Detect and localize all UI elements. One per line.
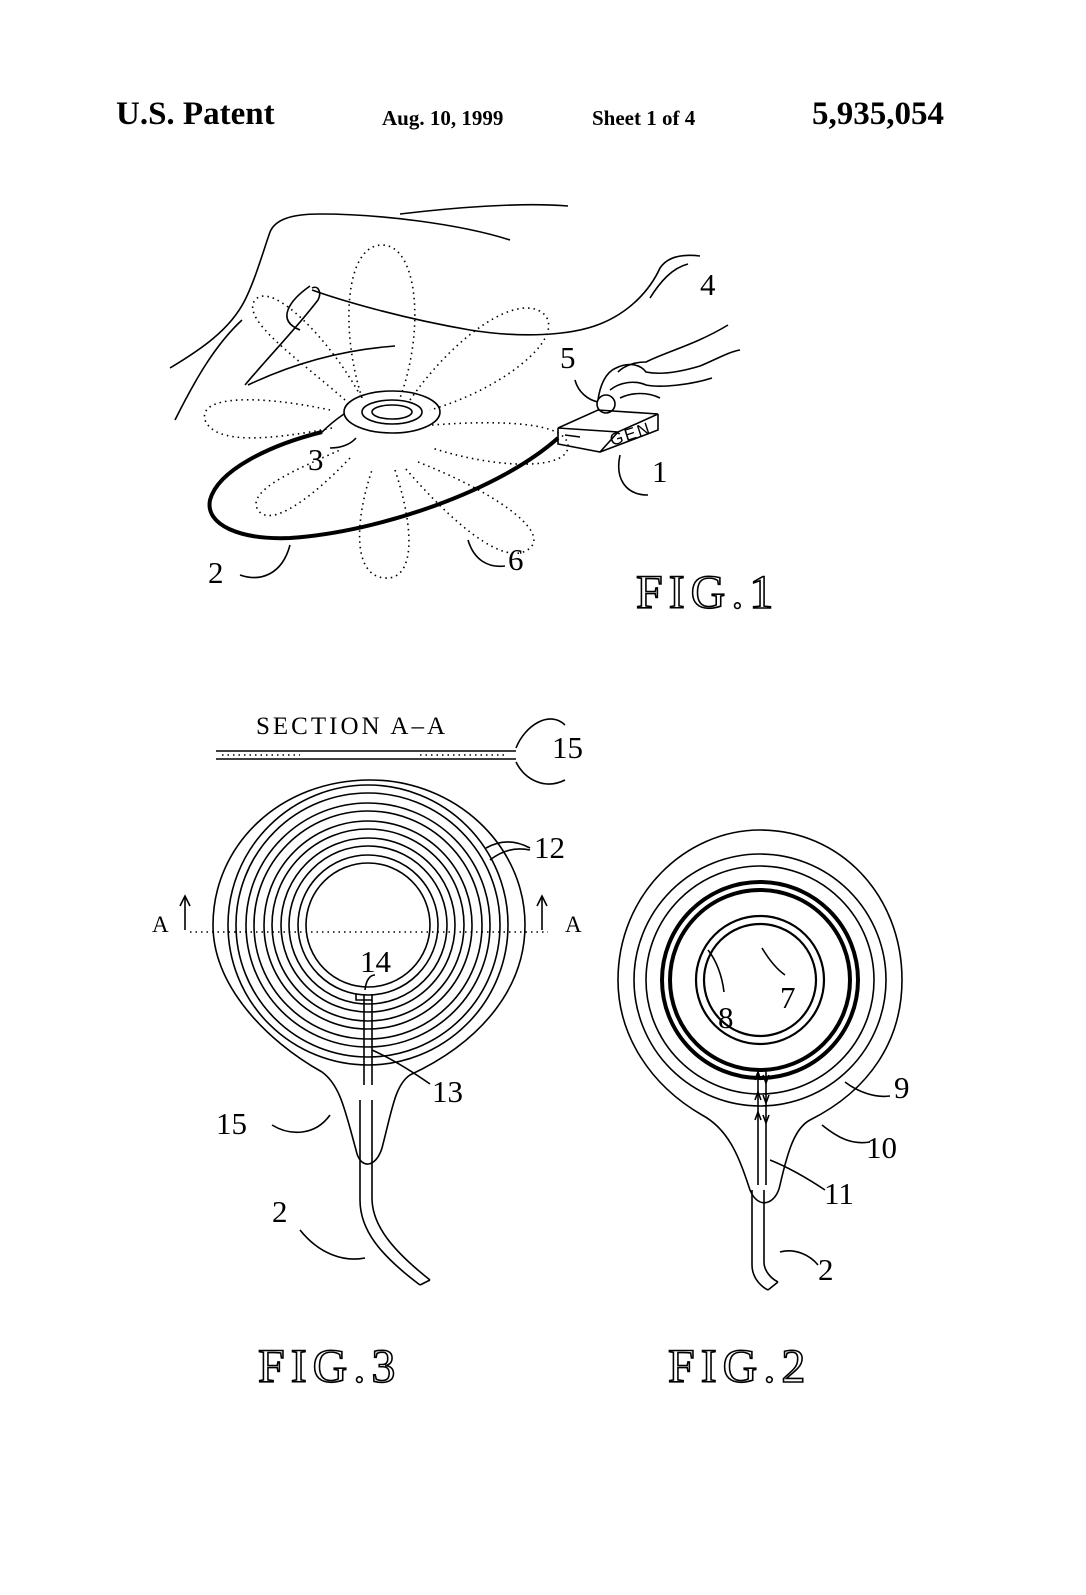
leader-2 [239,544,291,579]
ref-12: 12 [534,830,565,865]
ref-6: 6 [508,542,524,577]
ref-3: 3 [308,442,324,477]
ref-15-section: 15 [552,730,583,765]
leader-5 [574,379,599,403]
ref-10: 10 [866,1130,897,1165]
hand-outline [597,324,741,401]
patent-number: 5,935,054 [812,96,944,132]
ref-5: 5 [560,340,576,375]
generator-label: GEN [607,418,654,449]
ref-2: 2 [208,555,224,590]
cable [207,430,560,541]
cable-fig3-edge [371,1100,431,1281]
patent-date: Aug. 10, 1999 [382,106,504,130]
leader-1 [618,454,649,496]
ref-4: 4 [700,267,716,302]
leader-4 [649,263,689,299]
sheet-indicator: Sheet 1 of 4 [592,106,696,130]
ref-11: 11 [824,1176,854,1211]
ref-2-fig3: 2 [272,1194,288,1229]
figure-2-caption: FIG.2 [668,1340,811,1393]
figure-3: SECTION A–A 15 [152,713,583,1394]
section-title: SECTION A–A [256,713,448,740]
spiral-coil [227,784,509,1085]
ref-8: 8 [718,1000,734,1035]
cable-fig2 [751,1190,769,1291]
figure-3-caption: FIG.3 [258,1340,401,1393]
leader-3 [329,437,357,449]
ref-14: 14 [360,944,392,979]
patent-label: U.S. Patent [116,96,275,132]
section-marker-left: A [152,912,169,937]
electrode-rings [633,853,887,1107]
field-lobes [203,244,569,579]
ref-13: 13 [432,1074,463,1109]
connection-arrows [754,1068,770,1185]
pad-outline-fig2 [617,829,903,1204]
ref-1: 1 [652,454,668,489]
section-marker-right: A [565,912,582,937]
leader-6 [467,539,506,568]
coil-electrode [319,390,441,435]
body-outline [169,203,701,421]
ref-2-fig2: 2 [818,1252,834,1287]
figure-2: 8 7 9 10 11 2 FIG.2 [617,829,910,1394]
pad-outline [212,779,526,1165]
ref-15: 15 [216,1106,247,1141]
generator-box: GEN [557,394,659,453]
figure-1: GEN 4 5 3 1 6 2 FIG.1 [169,203,779,620]
cable-fig3 [359,1100,421,1286]
ref-9: 9 [894,1070,910,1105]
figure-1-caption: FIG.1 [636,566,779,619]
ref-7: 7 [780,980,796,1015]
section-strip [216,718,566,785]
